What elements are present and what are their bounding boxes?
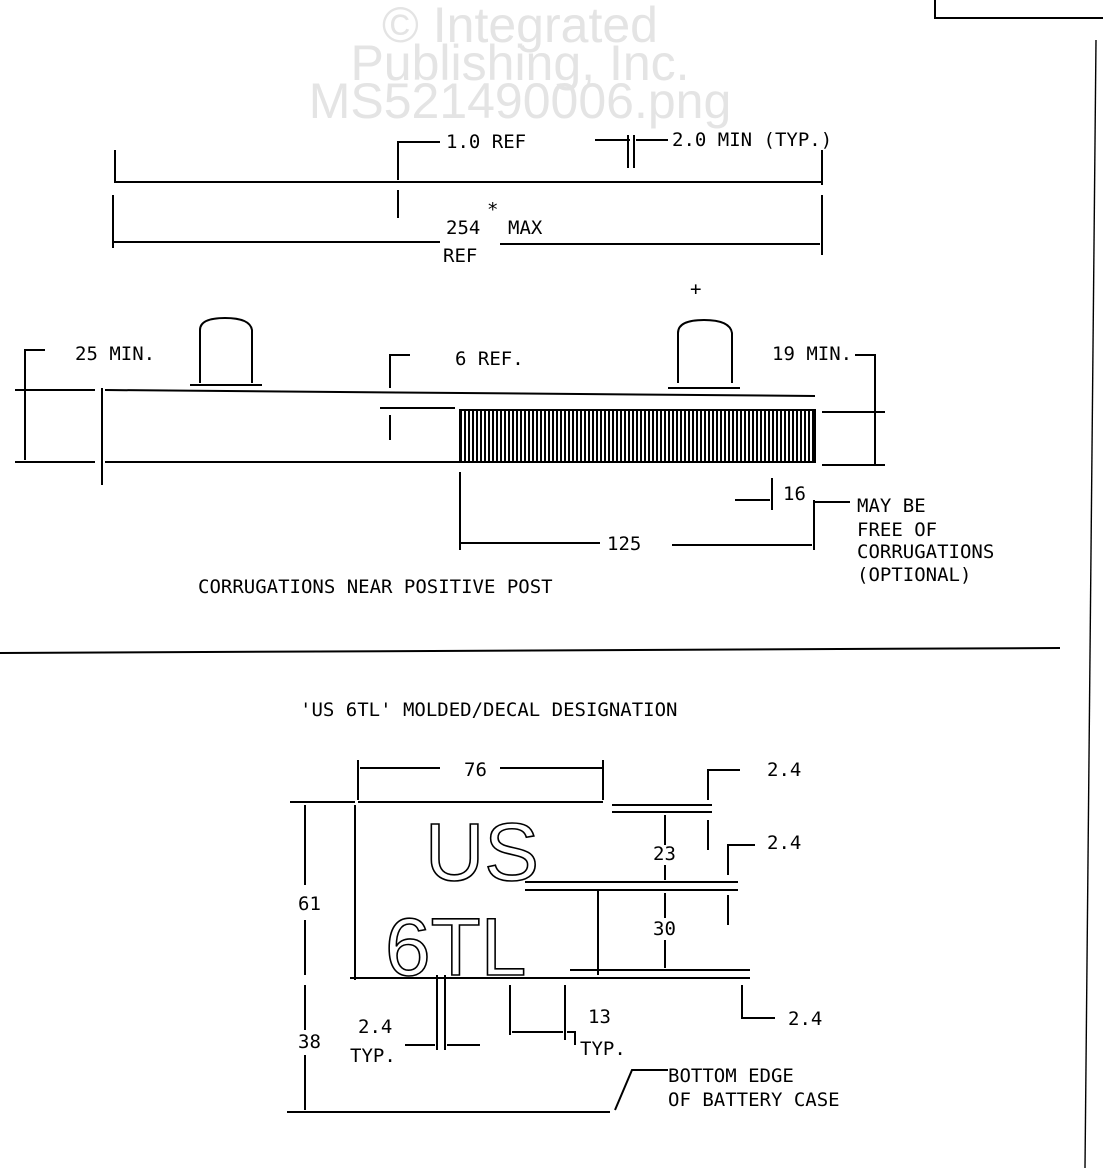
dim-2-4-middle: 2.4	[767, 832, 801, 854]
dim-76: 76	[464, 759, 487, 781]
dim-2-0-min: 2.0 MIN (TYP.)	[672, 129, 832, 151]
watermark: © Integrated Publishing, Inc. MS52149000…	[309, 0, 732, 129]
note-line: MAY BE	[857, 495, 926, 517]
dim-2-4-typ: 2.4	[358, 1016, 392, 1038]
watermark-line: MS521490006.png	[309, 73, 732, 129]
note-line: FREE OF	[857, 519, 937, 541]
dim-13: 13	[588, 1006, 611, 1028]
top-view: 1.0 REF 2.0 MIN (TYP.) 254 * MAX REF + 2…	[15, 129, 994, 598]
letters-6tl: 6TL	[385, 902, 526, 993]
designation-title: 'US 6TL' MOLDED/DECAL DESIGNATION	[300, 699, 678, 721]
title-block-corner	[934, 0, 1103, 19]
dim-23: 23	[653, 843, 676, 865]
dim-1-0-ref: 1.0 REF	[446, 131, 526, 153]
dim-2-4-bottom: 2.4	[788, 1008, 822, 1030]
bottom-edge-note: OF BATTERY CASE	[668, 1089, 840, 1111]
dim-16: 16	[783, 483, 806, 505]
note-line: (OPTIONAL)	[857, 564, 971, 586]
dim-19-min: 19 MIN.	[772, 343, 852, 365]
corrugations	[459, 409, 816, 463]
dim-25-min: 25 MIN.	[75, 343, 155, 365]
dim-254: 254	[446, 217, 480, 239]
dim-125: 125	[607, 533, 641, 555]
dim-254-max: MAX	[508, 217, 543, 239]
section-divider	[0, 647, 1061, 654]
dim-30: 30	[653, 918, 676, 940]
bottom-edge-note: BOTTOM EDGE	[668, 1065, 794, 1087]
watermark-line: © Integrated	[382, 0, 658, 53]
designation-view: 'US 6TL' MOLDED/DECAL DESIGNATION 76 US …	[287, 699, 840, 1113]
dim-254-asterisk: *	[487, 199, 498, 221]
dim-2-4-top: 2.4	[767, 759, 801, 781]
typ-label: TYP.	[580, 1038, 626, 1060]
dim-61: 61	[298, 893, 321, 915]
caption: CORRUGATIONS NEAR POSITIVE POST	[198, 576, 553, 598]
watermark-line: Publishing, Inc.	[350, 35, 689, 91]
negative-post	[190, 316, 262, 386]
dim-254-ref: REF	[443, 245, 477, 267]
page-border	[1084, 39, 1097, 1168]
positive-post	[668, 318, 740, 389]
letters-us: US	[425, 807, 539, 898]
dim-38: 38	[298, 1031, 321, 1053]
positive-sign: +	[690, 278, 701, 300]
note-line: CORRUGATIONS	[857, 541, 994, 563]
dim-6-ref: 6 REF.	[455, 348, 524, 370]
typ-label: TYP.	[350, 1045, 396, 1067]
